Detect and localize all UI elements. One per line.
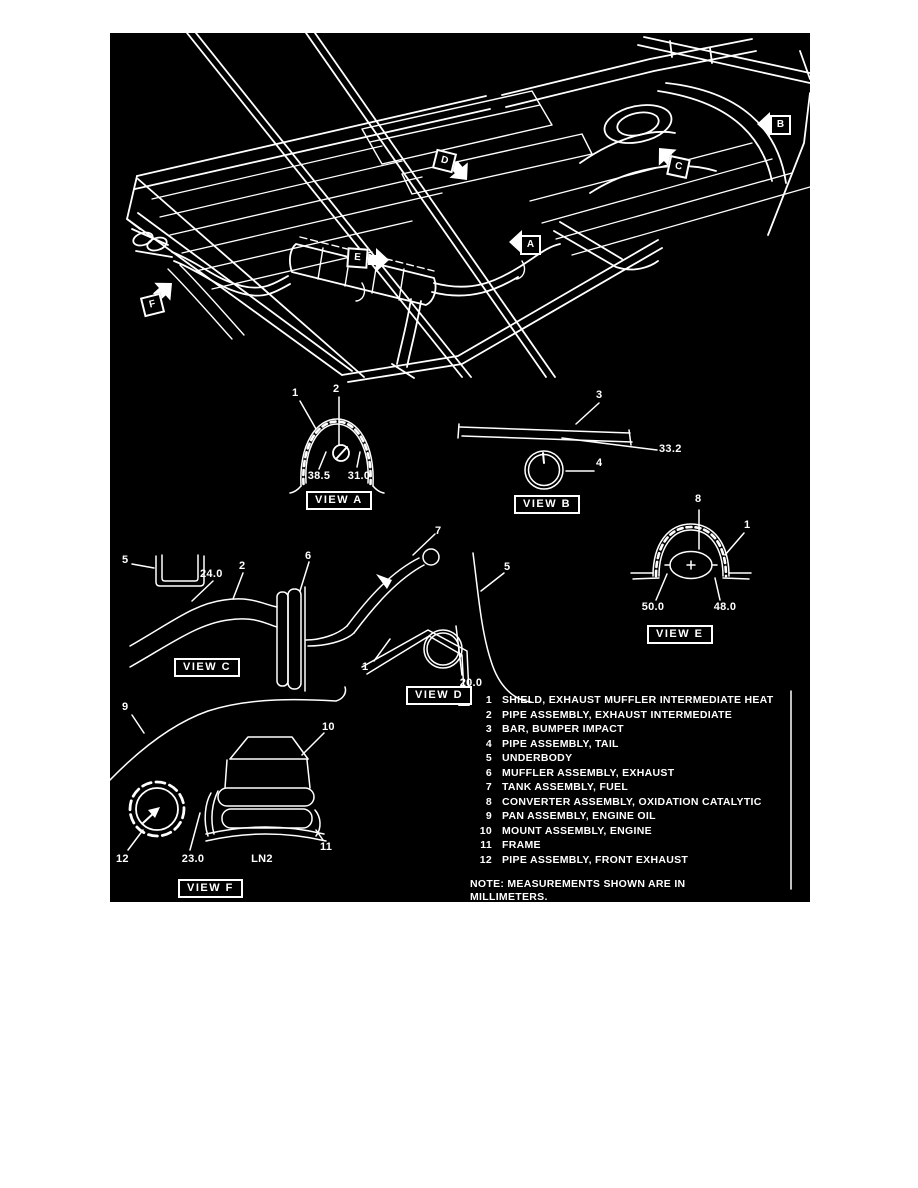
part-name: UNDERBODY <box>502 752 573 765</box>
part-number: 2 <box>485 708 492 721</box>
part-number: 5 <box>485 752 492 765</box>
view-a-label: VIEW A <box>306 491 372 510</box>
view-d-line-art <box>305 533 532 703</box>
part-name: SHIELD, EXHAUST MUFFLER INTERMEDIATE HEA… <box>502 694 774 707</box>
parts-list-item: 9 PAN ASSEMBLY, ENGINE OIL <box>470 809 774 824</box>
view-b-callout-3: 3 <box>596 389 603 401</box>
view-e-line-art <box>630 509 752 601</box>
view-c-label: VIEW C <box>174 658 241 677</box>
view-f-callout-9: 9 <box>122 701 129 713</box>
parts-list-item: 7 TANK ASSEMBLY, FUEL <box>470 780 774 795</box>
view-f-callout-11: 11 <box>320 841 333 853</box>
parts-list: 1 SHIELD, EXHAUST MUFFLER INTERMEDIATE HE… <box>470 693 774 867</box>
parts-list-item: 8 CONVERTER ASSEMBLY, OXIDATION CATALYTIC <box>470 795 774 810</box>
part-name: PIPE ASSEMBLY, EXHAUST INTERMEDIATE <box>502 708 733 721</box>
view-a-callout-2: 2 <box>333 383 340 395</box>
part-name: PIPE ASSEMBLY, TAIL <box>502 737 619 750</box>
engine-code-label: LN2 <box>251 853 273 865</box>
part-number: 12 <box>479 853 492 866</box>
part-number: 7 <box>485 781 492 794</box>
parts-list-item: 3 BAR, BUMPER IMPACT <box>470 722 774 737</box>
part-number: 1 <box>485 694 492 707</box>
view-f-label: VIEW F <box>178 879 243 898</box>
view-e-label: VIEW E <box>647 625 713 644</box>
view-d-callout-7: 7 <box>435 525 442 537</box>
parts-list-item: 5 UNDERBODY <box>470 751 774 766</box>
part-number: 8 <box>485 795 492 808</box>
view-f-line-art <box>110 686 347 851</box>
part-name: PAN ASSEMBLY, ENGINE OIL <box>502 810 656 823</box>
view-e-measurement-left: 50.0 <box>641 601 665 613</box>
note-line-2: MILLIMETERS. <box>470 890 548 903</box>
parts-list-item: 12 PIPE ASSEMBLY, FRONT EXHAUST <box>470 853 774 868</box>
view-f-measurement: 23.0 <box>181 853 205 865</box>
note-line-1: NOTE: MEASUREMENTS SHOWN ARE IN <box>470 878 686 890</box>
view-a-callout-1: 1 <box>292 387 299 399</box>
view-e-measurement-right: 48.0 <box>713 601 737 613</box>
parts-list-item: 11 FRAME <box>470 838 774 853</box>
view-c-callout-2: 2 <box>239 560 246 572</box>
callout-box-e: E <box>346 247 369 269</box>
part-number: 6 <box>485 766 492 779</box>
view-c-callout-5: 5 <box>122 554 129 566</box>
callout-arrows <box>153 112 778 301</box>
view-b-measurement: 33.2 <box>659 443 682 455</box>
parts-list-item: 1 SHIELD, EXHAUST MUFFLER INTERMEDIATE HE… <box>470 693 774 708</box>
underbody-isometric-drawing <box>126 33 810 383</box>
parts-list-item: 6 MUFFLER ASSEMBLY, EXHAUST <box>470 766 774 781</box>
part-number: 4 <box>485 737 492 750</box>
view-b-line-art <box>457 402 658 490</box>
view-c-callout-6: 6 <box>305 550 312 562</box>
part-name: BAR, BUMPER IMPACT <box>502 723 624 736</box>
parts-list-item: 10 MOUNT ASSEMBLY, ENGINE <box>470 824 774 839</box>
view-d-label: VIEW D <box>406 686 473 705</box>
view-c-measurement: 24.0 <box>200 568 223 580</box>
underbody-line-art <box>110 33 810 890</box>
parts-list-item: 4 PIPE ASSEMBLY, TAIL <box>470 737 774 752</box>
view-b-label: VIEW B <box>514 495 581 514</box>
view-a-measurement-right: 31.0 <box>347 470 371 482</box>
part-name: MOUNT ASSEMBLY, ENGINE <box>502 824 652 837</box>
part-name: CONVERTER ASSEMBLY, OXIDATION CATALYTIC <box>502 795 762 808</box>
part-number: 10 <box>479 824 492 837</box>
callout-box-c: C <box>666 155 691 179</box>
part-name: TANK ASSEMBLY, FUEL <box>502 781 629 794</box>
view-c-line-art <box>129 554 310 692</box>
part-name: MUFFLER ASSEMBLY, EXHAUST <box>502 766 675 779</box>
part-name: FRAME <box>502 839 541 852</box>
view-e-callout-8: 8 <box>695 493 702 505</box>
parts-list-item: 2 PIPE ASSEMBLY, EXHAUST INTERMEDIATE <box>470 708 774 723</box>
callout-box-a: A <box>520 235 541 255</box>
view-f-callout-12: 12 <box>116 853 129 865</box>
callout-box-b: B <box>770 115 791 135</box>
part-number: 3 <box>485 723 492 736</box>
part-number: 11 <box>480 839 492 852</box>
view-b-callout-4: 4 <box>596 457 603 469</box>
view-e-callout-1: 1 <box>744 519 751 531</box>
view-f-callout-10: 10 <box>322 721 335 733</box>
view-d-callout-1: 1 <box>362 661 369 673</box>
exhaust-system-figure: A B C D E F 1 2 38.5 31.0 VIEW A 3 33.2 … <box>110 33 810 902</box>
view-d-callout-5: 5 <box>504 561 511 573</box>
part-name: PIPE ASSEMBLY, FRONT EXHAUST <box>502 853 689 866</box>
part-number: 9 <box>485 810 492 823</box>
view-a-line-art <box>289 396 385 494</box>
measurement-note: NOTE: MEASUREMENTS SHOWN ARE IN MILLIMET… <box>470 878 685 902</box>
view-a-measurement-left: 38.5 <box>307 470 331 482</box>
